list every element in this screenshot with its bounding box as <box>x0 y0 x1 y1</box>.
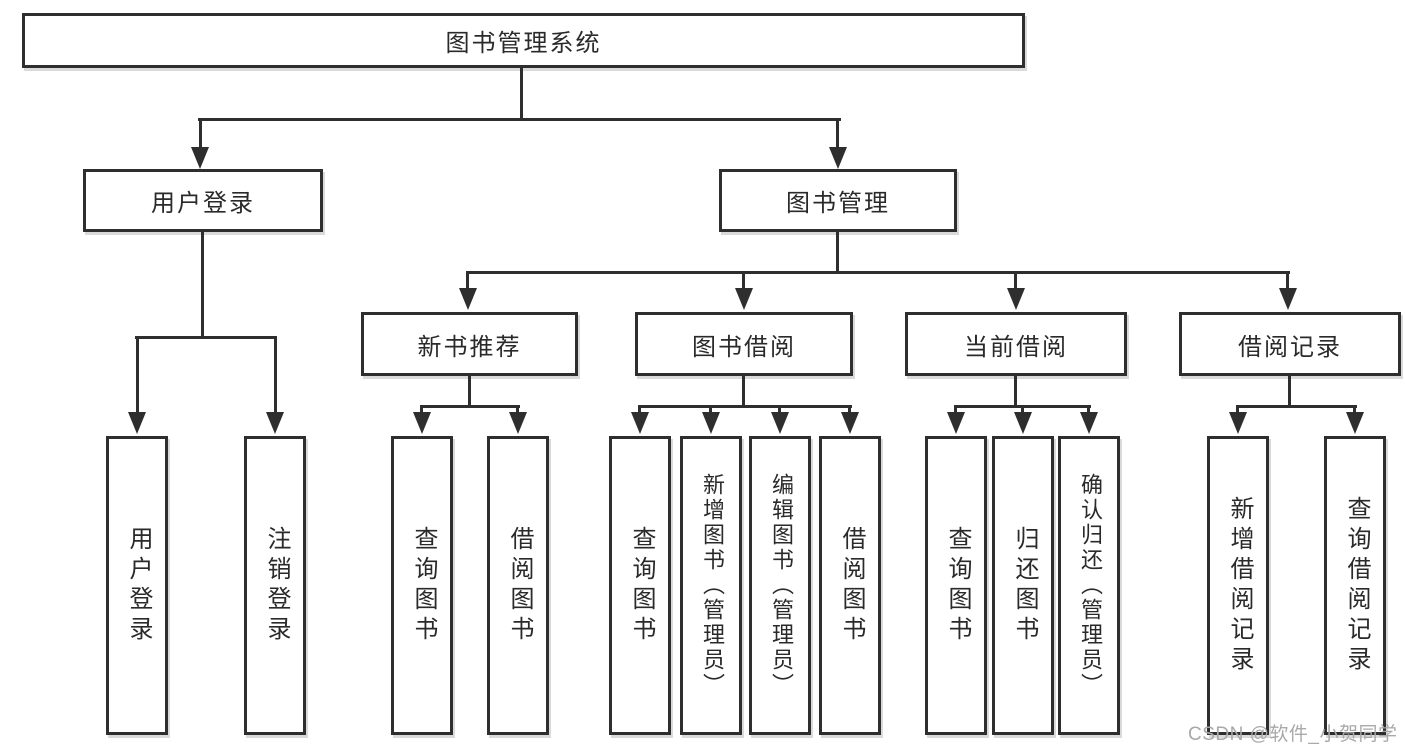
connector-leaf-stub <box>709 405 712 417</box>
arrowhead-leaf-logout <box>266 412 284 434</box>
connector-book-management-stem <box>836 232 839 273</box>
connector-to-new-book-rec <box>466 271 469 291</box>
leaf-search-borrow-record: 查询借阅记录 <box>1324 436 1386 735</box>
arrowhead-user-login <box>191 147 209 169</box>
connector-user-login-bus <box>135 336 277 339</box>
connector-leaf-stub <box>954 405 957 417</box>
connector-leaf-stub <box>778 405 781 417</box>
leaf-add-borrow-record: 新增借阅记录 <box>1207 436 1269 735</box>
connector-leaf-stub <box>848 405 851 417</box>
arrowhead-borrowing-records <box>1279 288 1297 310</box>
leaf-logout: 注销登录 <box>244 436 306 735</box>
connector-to-user-login <box>199 118 202 152</box>
connector-leaf-stub <box>516 405 519 417</box>
leaf-borrow-books-2: 借阅图书 <box>819 436 881 735</box>
arrowhead-leaf-edit-book-admin <box>771 412 789 434</box>
node-current-borrowing: 当前借阅 <box>905 312 1127 376</box>
csdn-watermark: CSDN @软件_小贺同学 <box>1188 724 1398 745</box>
arrowhead-current-borrowing <box>1007 288 1025 310</box>
leaf-edit-book-admin: 编辑图书（管理员） <box>749 436 811 735</box>
connector-new-book-rec-bus <box>420 405 520 408</box>
connector-new-book-rec-stem <box>468 376 471 407</box>
arrowhead-leaf-search-borrow-record <box>1346 412 1364 434</box>
connector-book-borrowing-bus <box>638 405 852 408</box>
node-book-management: 图书管理 <box>719 169 957 232</box>
arrowhead-leaf-return-books <box>1014 412 1032 434</box>
arrowhead-new-book-rec <box>459 288 477 310</box>
connector-leaf-stub <box>1021 405 1024 417</box>
connector-leaf-stub <box>1236 405 1239 417</box>
arrowhead-leaf-search-books-2 <box>631 412 649 434</box>
connector-leaf-stub <box>1087 405 1090 417</box>
connector-root-stem <box>520 68 523 120</box>
arrowhead-leaf-add-borrow-record <box>1229 412 1247 434</box>
connector-to-book-management <box>836 118 839 152</box>
node-user-login: 用户登录 <box>83 169 323 232</box>
arrowhead-leaf-borrow-books-2 <box>841 412 859 434</box>
arrowhead-book-management <box>829 147 847 169</box>
connector-leaf-stub <box>638 405 641 417</box>
arrowhead-leaf-add-book-admin <box>702 412 720 434</box>
connector-root-bus <box>198 118 841 121</box>
node-borrowing-records: 借阅记录 <box>1179 312 1401 376</box>
node-new-book-recommendation: 新书推荐 <box>361 312 578 376</box>
connector-book-borrowing-stem <box>742 376 745 407</box>
connector-leaf-stub <box>420 405 423 417</box>
connector-to-book-borrowing <box>742 271 745 291</box>
leaf-search-books-2: 查询图书 <box>609 436 671 735</box>
leaf-confirm-return-admin: 确认归还（管理员） <box>1058 436 1120 735</box>
connector-to-borrowing-records <box>1286 271 1289 291</box>
arrowhead-leaf-search-books-1 <box>413 412 431 434</box>
leaf-search-books-3: 查询图书 <box>925 436 987 735</box>
leaf-add-book-admin: 新增图书（管理员） <box>680 436 742 735</box>
connector-to-current-borrowing <box>1014 271 1017 291</box>
arrowhead-book-borrowing <box>735 288 753 310</box>
connector-leaf-stub <box>1353 405 1356 417</box>
leaf-borrow-books-1: 借阅图书 <box>487 436 549 735</box>
connector-current-borrowing-stem <box>1014 376 1017 407</box>
leaf-user-login: 用户登录 <box>106 436 168 735</box>
connector-book-management-bus <box>466 271 1290 274</box>
arrowhead-leaf-borrow-books-1 <box>509 412 527 434</box>
connector-borrowing-records-stem <box>1288 376 1291 407</box>
arrowhead-leaf-confirm-return-admin <box>1080 412 1098 434</box>
arrowhead-leaf-search-books-3 <box>947 412 965 434</box>
leaf-search-books-1: 查询图书 <box>391 436 453 735</box>
connector-to-leaf-logout <box>274 336 277 416</box>
node-library-management-system: 图书管理系统 <box>22 13 1025 68</box>
node-book-borrowing: 图书借阅 <box>635 312 853 376</box>
connector-user-login-stem <box>201 232 204 338</box>
connector-borrowing-records-bus <box>1236 405 1357 408</box>
leaf-return-books: 归还图书 <box>992 436 1054 735</box>
arrowhead-leaf-user-login <box>128 412 146 434</box>
connector-to-leaf-user-login <box>136 336 139 416</box>
